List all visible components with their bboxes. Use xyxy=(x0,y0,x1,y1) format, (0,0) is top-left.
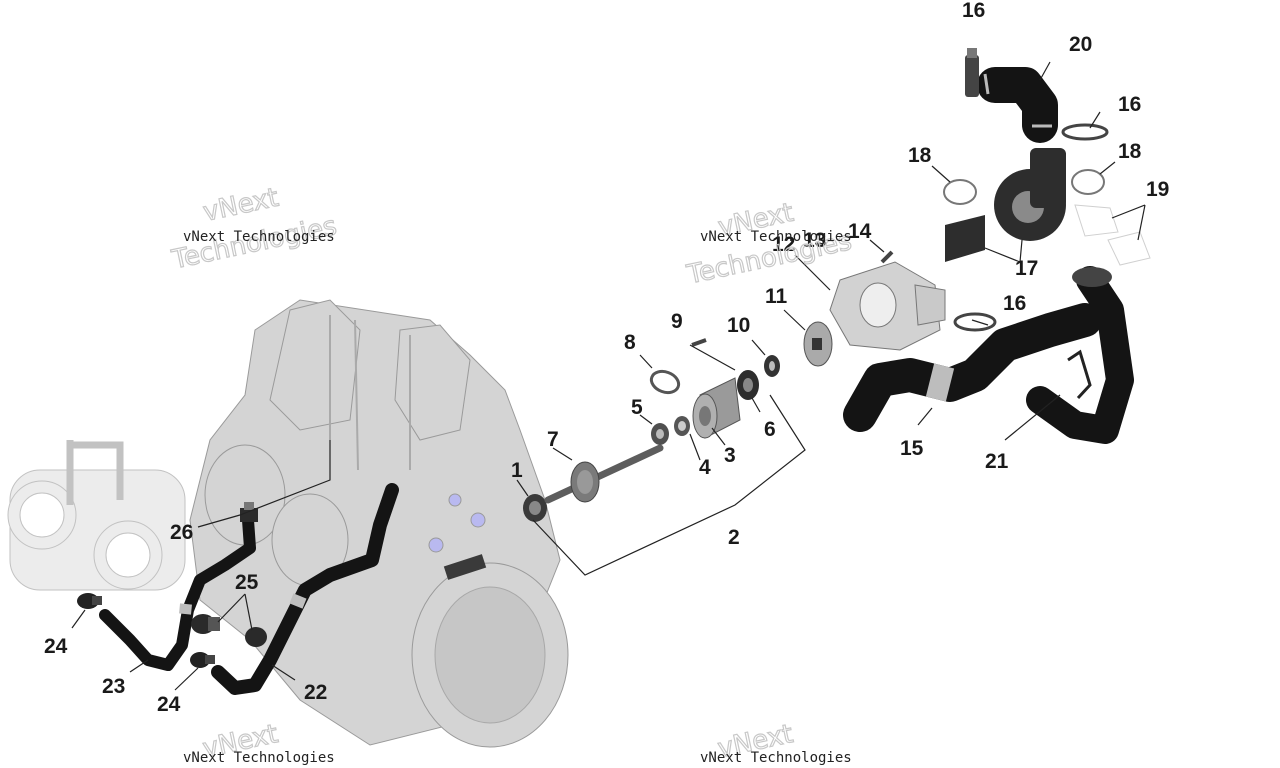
part-7-shaft-gear xyxy=(544,444,664,504)
callout-16-bottom: 16 xyxy=(1003,292,1026,315)
callouts: 1 2 3 4 5 6 7 8 9 10 11 12 13 14 15 16 1… xyxy=(44,0,1169,716)
hose-clamp-25-left xyxy=(191,614,220,634)
callout-22: 22 xyxy=(304,681,327,704)
callout-2: 2 xyxy=(728,526,740,549)
part-4-seal xyxy=(674,416,690,436)
watermark-line-top-left: vNext Technologies xyxy=(183,229,335,245)
watermark-line-bottom-right: vNext Technologies xyxy=(700,750,852,766)
callout-8: 8 xyxy=(624,331,636,354)
part-18-ring-right xyxy=(1071,169,1105,195)
coolant-hose-23 xyxy=(99,514,256,671)
callout-26: 26 xyxy=(170,521,193,544)
callout-5: 5 xyxy=(631,396,643,419)
callout-17: 17 xyxy=(1015,257,1038,280)
part-11-impeller xyxy=(803,321,833,367)
callout-16-top: 16 xyxy=(962,0,985,22)
callout-18-left: 18 xyxy=(908,144,932,167)
callout-1: 1 xyxy=(511,459,523,482)
watermark-line-top-right: vNext Technologies xyxy=(700,229,852,245)
callout-4: 4 xyxy=(699,456,711,479)
callout-14: 14 xyxy=(848,220,872,243)
callout-21: 21 xyxy=(985,450,1009,473)
hose-21 xyxy=(1026,266,1134,444)
throttle-body-ghost xyxy=(7,440,186,591)
hose-20 xyxy=(977,67,1058,143)
clamp-16-right xyxy=(1061,123,1109,141)
watermark-top-left: vNext Technologies xyxy=(168,182,340,276)
callout-11: 11 xyxy=(765,285,788,308)
clamp-16-bottom xyxy=(953,312,997,332)
callout-6: 6 xyxy=(764,418,776,441)
part-19-ghost-hoses xyxy=(1074,204,1151,266)
part-14-bolt xyxy=(880,250,894,264)
watermark-line-bottom-left: vNext Technologies xyxy=(183,750,335,766)
hose-clamp-24-top xyxy=(77,593,102,609)
callout-18-right: 18 xyxy=(1118,140,1142,163)
fitting-26 xyxy=(240,502,258,522)
watermark-big-top: vNext xyxy=(201,183,282,228)
callout-3: 3 xyxy=(724,444,736,467)
callout-10: 10 xyxy=(727,314,750,337)
part-6-seal xyxy=(737,370,759,400)
part-3-housing xyxy=(692,377,741,439)
callout-19: 19 xyxy=(1146,178,1169,201)
part-8-ring xyxy=(649,369,681,395)
part-12-pump-cover xyxy=(829,261,946,351)
callout-12: 12 xyxy=(772,233,795,256)
callout-13: 13 xyxy=(803,229,826,252)
callout-9: 9 xyxy=(671,310,683,333)
callout-25: 25 xyxy=(235,571,259,594)
callout-23: 23 xyxy=(102,675,125,698)
leader-lines xyxy=(71,61,1146,691)
clamp-16-top xyxy=(965,48,979,97)
part-10-washer xyxy=(764,355,780,377)
coolant-hose-22 xyxy=(211,483,399,695)
callout-15: 15 xyxy=(900,437,924,460)
hose-clamp-25-right xyxy=(245,627,267,647)
callout-7: 7 xyxy=(547,428,559,451)
part-1-nut xyxy=(523,494,547,522)
hose-clamp-24-bottom xyxy=(190,652,215,668)
hose-15 xyxy=(843,303,1102,432)
callout-24-bottom: 24 xyxy=(157,693,181,716)
callout-16-middle: 16 xyxy=(1118,93,1141,116)
callout-20: 20 xyxy=(1069,33,1092,56)
part-17-thermostat-housing xyxy=(945,148,1066,262)
part-9-screw xyxy=(691,338,707,347)
callout-24-left: 24 xyxy=(44,635,68,658)
part-5-bearing xyxy=(651,423,669,445)
part-18-ring-left xyxy=(943,179,977,205)
